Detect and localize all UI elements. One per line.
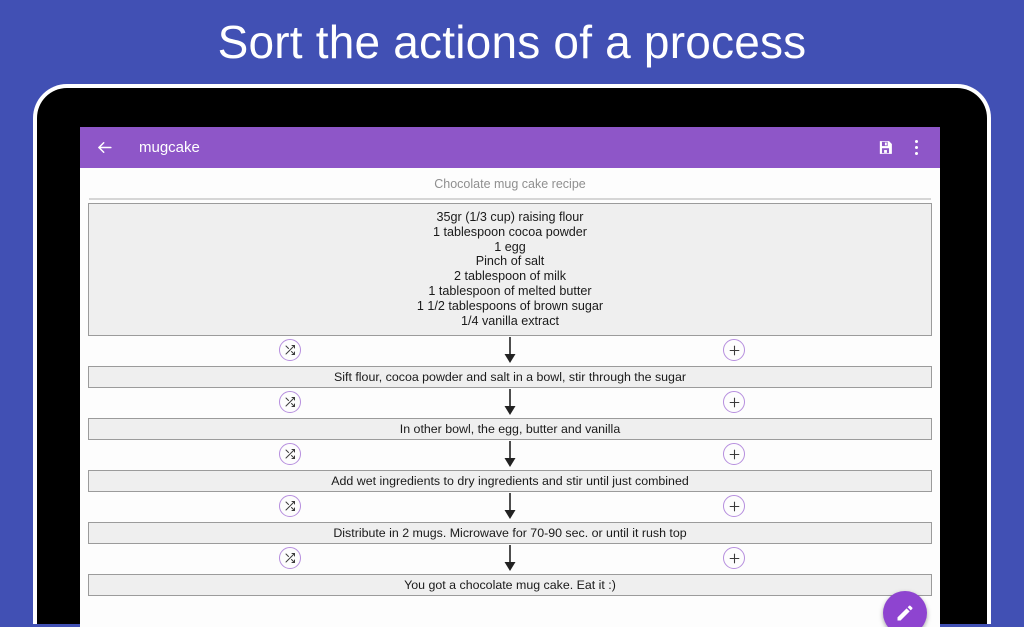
- save-icon[interactable]: [871, 134, 899, 162]
- step-row[interactable]: In other bowl, the egg, butter and vanil…: [88, 418, 932, 441]
- arrow-down-icon: [503, 545, 517, 577]
- ingredient-line: 1 1/2 tablespoons of brown sugar: [416, 298, 604, 313]
- process-title[interactable]: Chocolate mug cake recipe: [434, 177, 586, 191]
- ingredient-line: 1/4 vanilla extract: [460, 313, 559, 328]
- action-separator-row: [86, 388, 934, 418]
- arrow-down-icon: [503, 389, 517, 421]
- step-row[interactable]: Distribute in 2 mugs. Microwave for 70-9…: [88, 522, 932, 545]
- ingredient-line: 1 tablespoon cocoa powder: [432, 224, 588, 239]
- back-arrow-icon[interactable]: [91, 135, 117, 161]
- action-separator-row: [86, 544, 934, 574]
- tablet-device-mockup: mugcake Chocolate mug cak: [33, 84, 991, 627]
- add-icon[interactable]: [723, 339, 745, 362]
- step-text: You got a chocolate mug cake. Eat it :): [404, 578, 616, 593]
- step-row[interactable]: Sift flour, cocoa powder and salt in a b…: [88, 366, 932, 389]
- ingredient-line: 1 egg: [494, 239, 526, 254]
- dot: [914, 139, 918, 143]
- swap-icon[interactable]: [279, 547, 301, 570]
- ingredient-line: 2 tablespoon of milk: [453, 269, 566, 284]
- ingredient-line: 1 tablespoon of melted butter: [428, 283, 592, 298]
- promo-headline: Sort the actions of a process: [217, 16, 807, 68]
- swap-icon[interactable]: [279, 391, 301, 414]
- step-row[interactable]: Add wet ingredients to dry ingredients a…: [88, 470, 932, 493]
- action-separator-row: [86, 440, 934, 470]
- arrow-down-icon: [503, 441, 517, 473]
- step-text: Sift flour, cocoa powder and salt in a b…: [334, 370, 686, 385]
- action-separator-row: [86, 336, 934, 366]
- action-separator-row: [86, 492, 934, 522]
- ingredient-line: Pinch of salt: [475, 254, 545, 269]
- swap-icon[interactable]: [279, 339, 301, 362]
- app-bar-title: mugcake: [139, 139, 200, 156]
- edit-pencil-icon: [897, 605, 913, 621]
- arrow-down-icon: [503, 337, 517, 369]
- dot: [914, 152, 918, 156]
- tablet-screen: mugcake Chocolate mug cak: [80, 127, 940, 627]
- ingredients-block[interactable]: 35gr (1/3 cup) raising flour 1 tablespoo…: [88, 203, 932, 337]
- swap-icon[interactable]: [279, 443, 301, 466]
- step-text: Distribute in 2 mugs. Microwave for 70-9…: [333, 526, 687, 541]
- step-text: Add wet ingredients to dry ingredients a…: [331, 474, 689, 489]
- process-editor-content: Chocolate mug cake recipe 35gr (1/3 cup)…: [80, 168, 940, 627]
- ingredient-line: 35gr (1/3 cup) raising flour: [436, 210, 584, 224]
- edit-fab-button[interactable]: [883, 591, 927, 627]
- overflow-dots: [914, 138, 918, 157]
- swap-icon[interactable]: [279, 495, 301, 518]
- arrow-down-icon: [503, 493, 517, 525]
- app-bar: mugcake: [80, 127, 940, 168]
- add-icon[interactable]: [723, 443, 745, 466]
- step-text: In other bowl, the egg, butter and vanil…: [399, 422, 621, 437]
- overflow-menu-icon[interactable]: [905, 134, 927, 162]
- title-divider: [89, 198, 931, 200]
- promo-header: Sort the actions of a process: [0, 0, 1024, 84]
- step-row[interactable]: You got a chocolate mug cake. Eat it :): [88, 574, 932, 597]
- add-icon[interactable]: [723, 495, 745, 518]
- add-icon[interactable]: [723, 547, 745, 570]
- add-icon[interactable]: [723, 391, 745, 414]
- dot: [914, 146, 918, 149]
